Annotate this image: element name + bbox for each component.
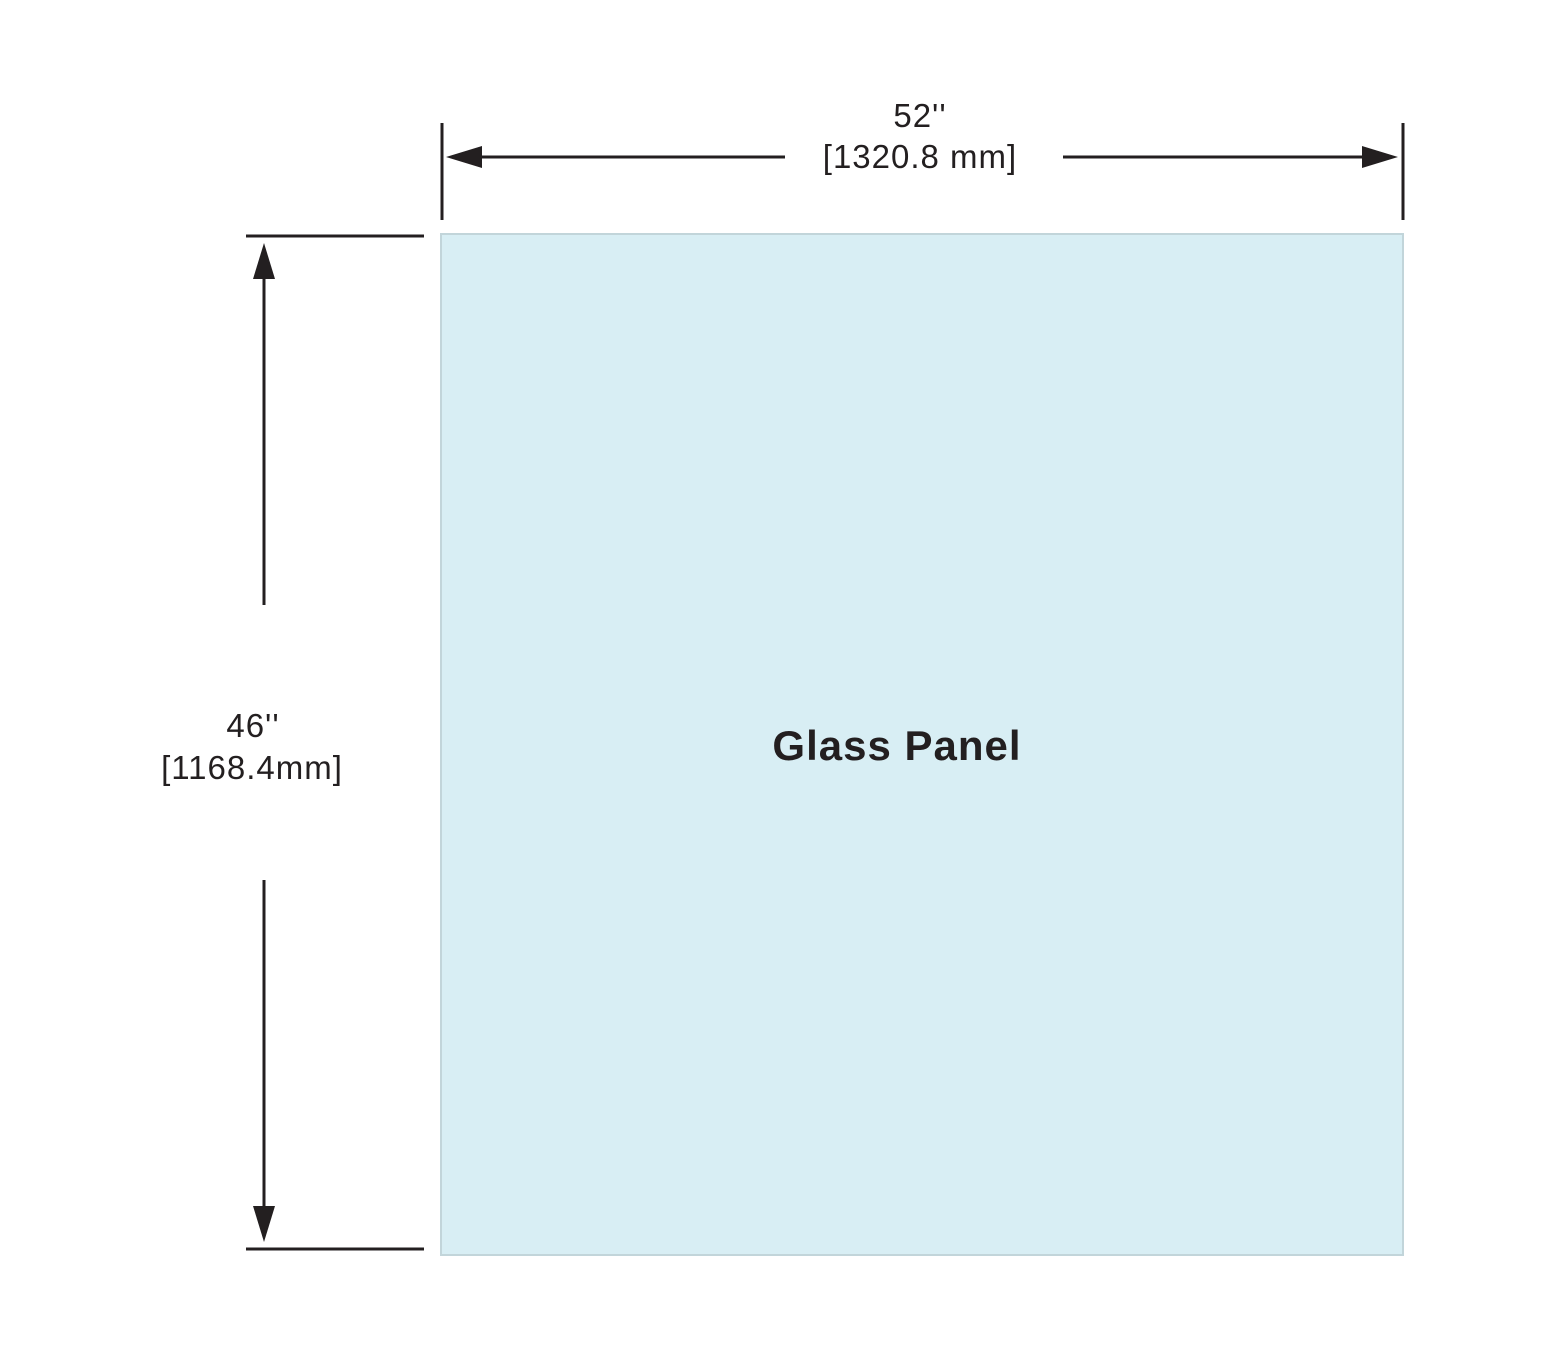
dimension-arrowheads (253, 146, 1398, 1242)
labels: 52'' [1320.8 mm] 46'' [1168.4mm] Glass P… (161, 97, 1021, 786)
height-dimension-mm-label: [1168.4mm] (161, 749, 343, 786)
arrow-left-icon (446, 146, 482, 168)
arrow-down-icon (253, 1206, 275, 1242)
arrow-right-icon (1362, 146, 1398, 168)
glass-panel (440, 233, 1404, 1256)
height-dimension-inches-label: 46'' (226, 707, 279, 744)
width-dimension-mm-label: [1320.8 mm] (823, 138, 1017, 175)
arrow-up-icon (253, 243, 275, 279)
glass-panel-label: Glass Panel (772, 722, 1021, 769)
width-dimension-inches-label: 52'' (893, 97, 946, 134)
dimension-lines (246, 123, 1405, 1251)
